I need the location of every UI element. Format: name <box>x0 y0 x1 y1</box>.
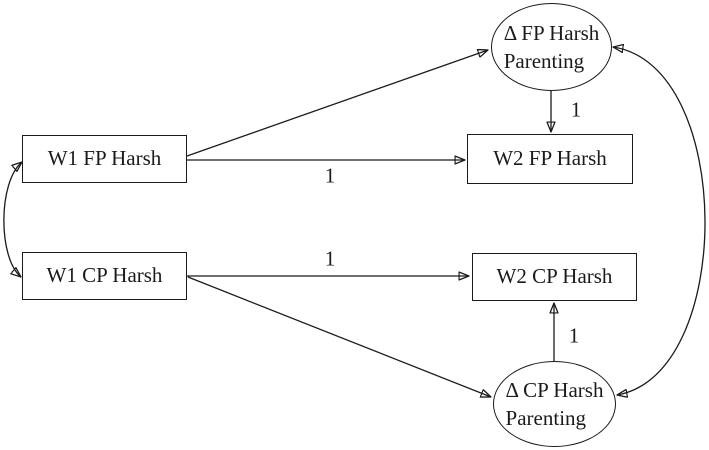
w2-fp-harsh-label: W2 FP Harsh <box>493 146 607 171</box>
delta-fp-harsh-line2: Parenting <box>503 49 585 73</box>
delta-fp-harsh-line1: Δ FP Harsh <box>503 21 600 45</box>
fp-autoregressive-path-label: 1 <box>324 163 336 188</box>
path-w1cp-to-deltacp <box>187 276 491 397</box>
w2-cp-harsh-box: W2 CP Harsh <box>472 253 637 301</box>
delta-fp-harsh-ellipse: Δ FP Harsh Parenting <box>491 3 612 91</box>
delta-cp-harsh-label: Δ CP Harsh Parenting <box>506 376 604 432</box>
w2-fp-harsh-box: W2 FP Harsh <box>467 134 633 184</box>
path-w1fp-to-deltafp <box>186 50 488 157</box>
delta-cp-harsh-line2: Parenting <box>505 406 587 430</box>
delta-cp-harsh-ellipse: Δ CP Harsh Parenting <box>493 361 616 447</box>
cp-delta-loading-label: 1 <box>568 323 580 348</box>
delta-cp-harsh-line1: Δ CP Harsh <box>505 378 604 402</box>
covariance-deltafp-deltacp <box>613 47 706 395</box>
cp-autoregressive-path-label: 1 <box>324 246 336 271</box>
w1-fp-harsh-label: W1 FP Harsh <box>47 146 162 171</box>
w1-fp-harsh-box: W1 FP Harsh <box>22 135 187 183</box>
covariance-w1fp-w1cp <box>3 162 22 277</box>
w1-cp-harsh-label: W1 CP Harsh <box>46 263 163 288</box>
w2-cp-harsh-label: W2 CP Harsh <box>496 264 613 289</box>
delta-fp-harsh-label: Δ FP Harsh Parenting <box>504 19 600 75</box>
fp-delta-loading-label: 1 <box>570 97 582 122</box>
w1-cp-harsh-box: W1 CP Harsh <box>22 252 187 300</box>
